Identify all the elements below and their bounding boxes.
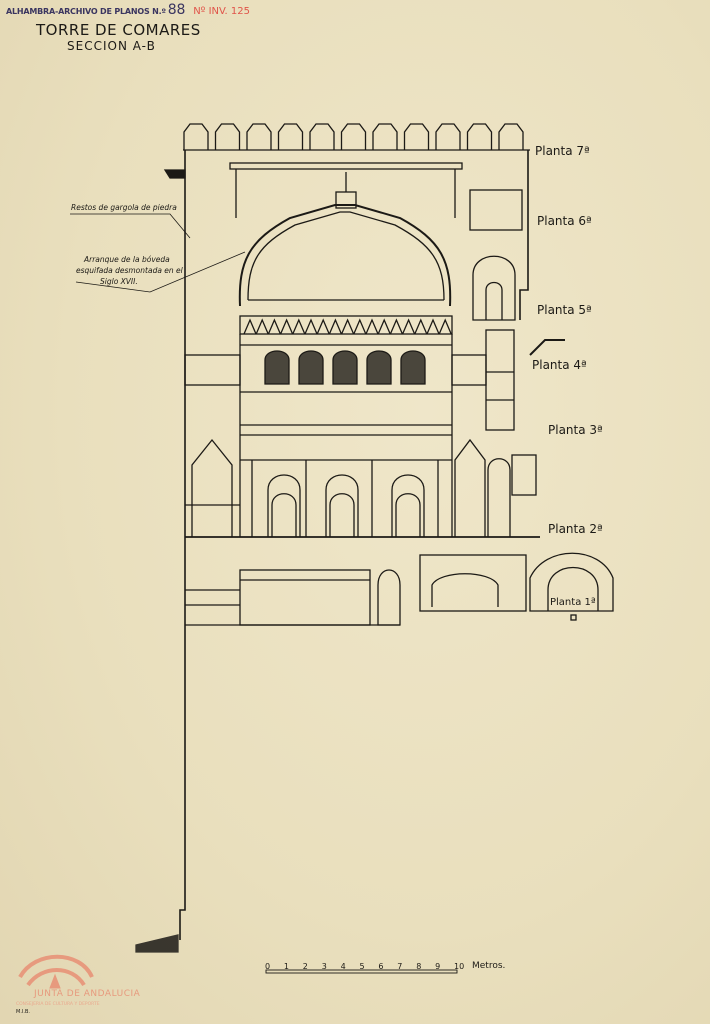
stamp-initials: M.I.B.	[16, 1009, 30, 1015]
archive-number: 88	[167, 2, 186, 18]
scale-tick-label: 0	[265, 962, 271, 971]
crest-point	[377, 318, 391, 335]
scale-tick-label: 7	[397, 962, 403, 971]
arch	[325, 474, 359, 537]
window	[332, 350, 358, 385]
crest-point	[353, 318, 367, 335]
crest-point	[255, 318, 269, 335]
window	[366, 350, 392, 385]
arch-inner	[271, 493, 297, 537]
scale-tick-label: 5	[359, 962, 365, 971]
merlon	[498, 123, 524, 150]
merlon	[435, 123, 461, 150]
floor-label-5: Planta 5ª	[537, 303, 592, 317]
arch	[267, 474, 301, 537]
crest-point	[292, 318, 306, 335]
floor-label-1: Planta 1ª	[550, 597, 596, 608]
crest-point	[414, 318, 428, 335]
merlon	[466, 123, 493, 150]
drawing-subtitle: SECCION A-B	[67, 39, 156, 53]
vault-note-2: esquifada desmontada en el	[76, 266, 183, 275]
merlon	[372, 123, 398, 150]
window	[298, 350, 324, 385]
scale-tick-label: 1	[283, 962, 289, 971]
scale-tick-label: 4	[340, 962, 346, 971]
scale-tick-label: 9	[435, 962, 441, 971]
battlements	[183, 123, 524, 150]
crest-point	[426, 318, 440, 335]
scale-tick-label: 2	[302, 962, 308, 971]
scale-unit: Metros.	[472, 961, 506, 971]
floor-label-3: Planta 3ª	[548, 423, 603, 437]
crest-point	[341, 318, 355, 335]
scale-tick-label: 3	[321, 962, 327, 971]
crest-point	[389, 318, 403, 335]
cresting	[243, 318, 452, 335]
junta-logo	[18, 954, 94, 989]
merlon	[214, 123, 241, 150]
crest-point	[328, 318, 342, 335]
scale-tick-label: 8	[416, 962, 422, 971]
arch	[391, 474, 425, 537]
drawing-title: TORRE DE COMARES	[36, 21, 201, 39]
window	[400, 350, 426, 385]
gargoyle-note: Restos de gargola de piedra	[71, 203, 177, 212]
lower-arches	[251, 460, 439, 537]
merlon	[277, 123, 304, 150]
crest-point	[304, 318, 318, 335]
vault-note-3: Siglo XVII.	[100, 277, 138, 286]
archive-label-text: ALHAMBRA-ARCHIVO DE PLANOS N.º	[6, 7, 166, 16]
crest-point	[438, 318, 452, 335]
floor-label-7: Planta 7ª	[535, 144, 590, 158]
vault-note-1: Arranque de la bóveda	[84, 255, 170, 264]
merlon	[183, 123, 209, 150]
crest-point	[267, 318, 281, 335]
merlon	[246, 123, 272, 150]
scale-tick-label: 10	[454, 962, 465, 971]
crest-point	[280, 318, 294, 335]
crest-point	[402, 318, 416, 335]
stamp-dept: CONSEJERIA DE CULTURA Y DEPORTE	[16, 1002, 100, 1007]
inventory-number: Nº INV. 125	[193, 6, 250, 17]
window	[264, 350, 290, 385]
arch-inner	[395, 493, 421, 537]
floor-label-4: Planta 4ª	[532, 358, 587, 372]
crest-point	[243, 318, 257, 335]
crest-point	[365, 318, 379, 335]
floor-label-6: Planta 6ª	[537, 214, 592, 228]
scale-bar	[265, 969, 458, 974]
crest-point	[316, 318, 330, 335]
merlon	[403, 123, 430, 150]
stamp-name: JUNTA DE ANDALUCIA	[34, 989, 141, 999]
merlon	[309, 123, 335, 150]
floor-label-2: Planta 2ª	[548, 522, 603, 536]
upper-windows	[264, 350, 426, 385]
arch-inner	[329, 493, 355, 537]
scale-tick-label: 6	[378, 962, 384, 971]
merlon	[340, 123, 367, 150]
